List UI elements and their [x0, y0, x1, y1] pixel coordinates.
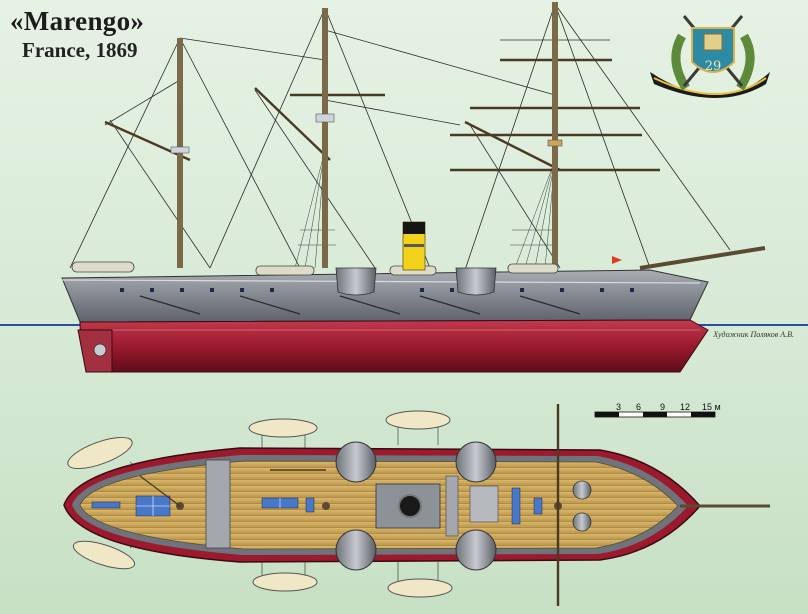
- scale-bar: [594, 411, 716, 418]
- deck-plan: [63, 404, 770, 606]
- scale-label: 6: [636, 402, 642, 412]
- scale-label: 9: [660, 402, 666, 412]
- scale-label: 12: [680, 402, 691, 412]
- side-profile: [0, 2, 808, 373]
- emblem-number: 29: [705, 59, 722, 74]
- artist-credit: Художник Поляков А.В.: [713, 330, 794, 339]
- page-title: «Marengo»: [10, 6, 145, 36]
- scale-label: 3: [616, 402, 622, 412]
- scale-label: 15 м: [702, 402, 721, 412]
- page-subtitle: France, 1869: [22, 38, 138, 62]
- emblem: 29: [650, 15, 770, 98]
